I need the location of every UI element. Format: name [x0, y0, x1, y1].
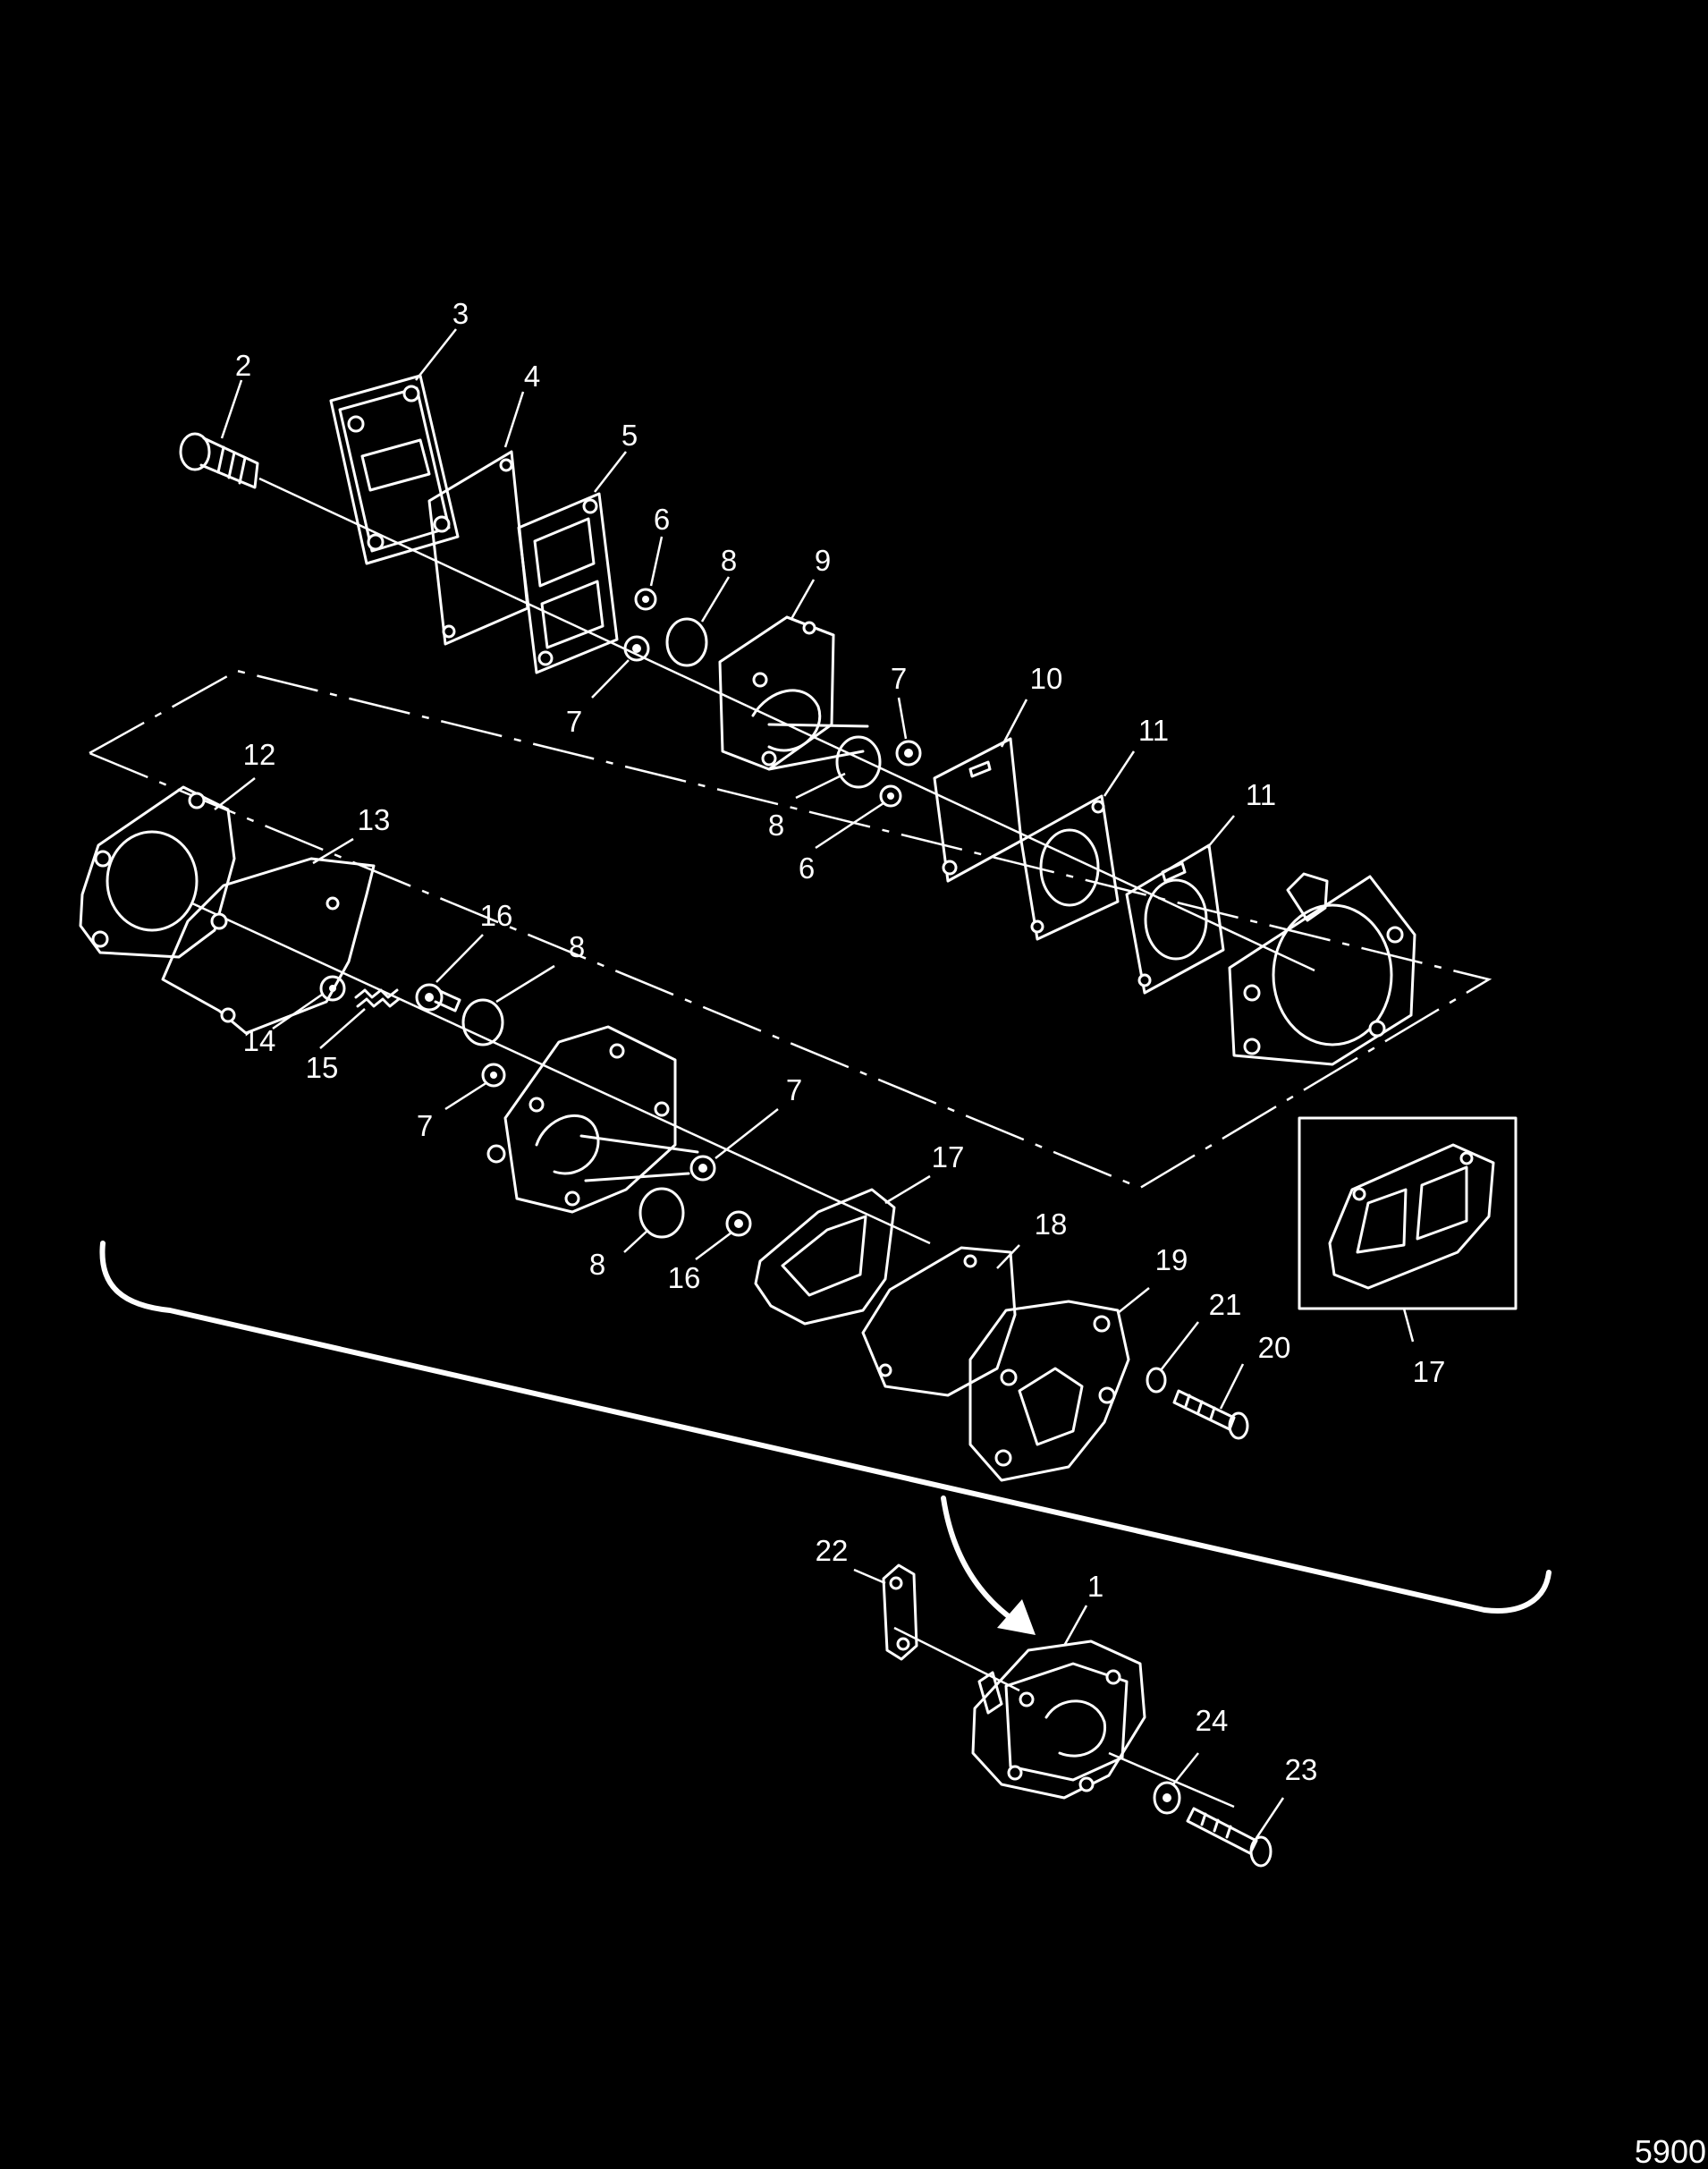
callout-11: 11 [1246, 778, 1276, 811]
callout-24: 24 [1196, 1704, 1229, 1737]
part-15-spring [354, 988, 401, 1008]
callout-15: 15 [306, 1051, 339, 1084]
part-12-gasket [79, 785, 236, 959]
callout-16: 16 [480, 899, 513, 932]
part-3-cover [329, 374, 460, 565]
part-8-o-ring-lower-a [461, 998, 504, 1046]
part-8-o-ring-lower-b [638, 1187, 685, 1239]
part-11-gasket-b [1125, 843, 1225, 995]
part-13-diaphragm [161, 857, 376, 1035]
part-7-valve-lower-left [481, 1063, 506, 1088]
part-18-diaphragm [861, 1246, 1017, 1397]
part-16-valve-lower [725, 1210, 752, 1237]
callout-11: 11 [1138, 714, 1169, 747]
part-10-diaphragm [933, 737, 1023, 883]
callout-7: 7 [786, 1073, 802, 1106]
part-19-cover [968, 1300, 1130, 1482]
part-22-gasket [882, 1563, 918, 1661]
callout-8: 8 [721, 544, 737, 577]
part-8-o-ring-upper [665, 617, 708, 667]
callout-6: 6 [799, 852, 815, 885]
callout-8: 8 [589, 1248, 605, 1281]
part-5-gasket [517, 492, 619, 674]
callout-1: 1 [1087, 1570, 1103, 1603]
callout-3: 3 [452, 297, 469, 330]
part-2-screw [179, 432, 259, 489]
callout-2: 2 [235, 349, 251, 382]
callout-labels: 3 2 4 5 6 8 9 7 7 10 11 11 8 6 12 13 14 … [235, 297, 1446, 1786]
inner-pump-parts [79, 785, 752, 1239]
callout-13: 13 [358, 803, 391, 836]
part-14-washer [319, 975, 346, 1002]
assembly-arrow [941, 1495, 1036, 1635]
callout-17: 17 [932, 1140, 965, 1173]
callout-23: 23 [1285, 1753, 1318, 1786]
part-7-check-valve-right [895, 740, 922, 767]
part-16-valve-upper [415, 983, 461, 1012]
callout-6: 6 [654, 503, 670, 536]
part-23-screw [1186, 1807, 1273, 1868]
part-11-gasket-a [1019, 794, 1120, 941]
part-7-check-valve-left [623, 635, 650, 662]
assembly-bracket [99, 1241, 1552, 1614]
callout-18: 18 [1035, 1207, 1068, 1241]
callout-5: 5 [621, 419, 638, 452]
part-9-pump-body [718, 615, 869, 771]
part-17-gasket [754, 1188, 896, 1326]
inner-pump-boundary [89, 669, 1492, 1190]
assembled-fuel-pump [882, 1563, 1273, 1868]
callout-16: 16 [668, 1261, 701, 1294]
callout-4: 4 [524, 360, 540, 393]
callout-7: 7 [417, 1109, 433, 1142]
callout-12: 12 [243, 738, 276, 771]
part-21-washer [1146, 1367, 1167, 1394]
upper-pump-parts [179, 374, 1416, 1066]
part-24-washer [1153, 1781, 1181, 1815]
callout-8: 8 [569, 930, 585, 963]
callout-20: 20 [1258, 1331, 1291, 1364]
part-6-valve-lower [879, 784, 902, 808]
callout-9: 9 [815, 544, 831, 577]
part-inner-pump-body [486, 1025, 699, 1214]
part-1-pump-assembly [971, 1639, 1146, 1800]
callout-19: 19 [1155, 1243, 1188, 1276]
figure-reference-number: 5900 [1635, 2133, 1706, 2169]
front-cover-parts [754, 1188, 1249, 1482]
callout-7: 7 [891, 662, 907, 695]
callout-10: 10 [1030, 662, 1063, 695]
callout-7: 7 [566, 705, 582, 738]
callout-14: 14 [243, 1024, 276, 1057]
callout-22: 22 [816, 1534, 849, 1567]
part-20-screw [1172, 1389, 1249, 1440]
leader-lines [214, 328, 1415, 1839]
inset-part-17 [1298, 1116, 1518, 1310]
part-6-valve-upper [634, 588, 657, 611]
callout-21: 21 [1209, 1288, 1242, 1321]
part-8-o-ring-mid [835, 735, 882, 789]
callout-17: 17 [1413, 1355, 1446, 1388]
part-inlet-fitting-housing [1228, 872, 1416, 1066]
part-7-valve-lower-right [689, 1155, 716, 1182]
callout-8: 8 [768, 809, 784, 842]
